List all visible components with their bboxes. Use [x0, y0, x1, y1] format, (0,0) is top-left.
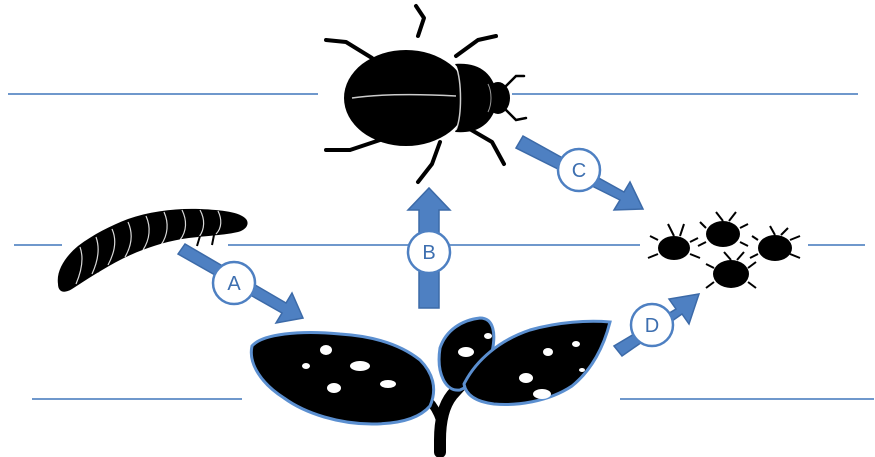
- label-c: C: [558, 149, 600, 191]
- label-d-text: D: [645, 315, 659, 337]
- label-c-text: C: [572, 160, 586, 182]
- label-d: D: [631, 304, 673, 346]
- label-a-text: A: [227, 273, 241, 295]
- beetle-icon: [326, 6, 526, 182]
- beetle-cluster-icon: [648, 212, 800, 288]
- label-a: A: [213, 262, 255, 304]
- label-b-text: B: [422, 242, 435, 264]
- label-b: B: [408, 231, 450, 273]
- plant-icon: [251, 318, 610, 452]
